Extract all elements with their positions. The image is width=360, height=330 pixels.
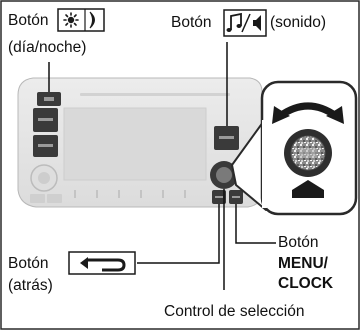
back-caption: (atrás) xyxy=(8,277,53,294)
menu-clock-line1: MENU/ xyxy=(278,255,328,272)
display-screen xyxy=(63,107,207,181)
sound-caption: (sonido) xyxy=(270,14,326,31)
menu-clock-button-label: Botón xyxy=(278,234,319,251)
day-night-button-label: Botón xyxy=(8,12,49,29)
back-arrow-icon xyxy=(68,251,136,275)
music-note-speaker-icon xyxy=(223,9,267,37)
sound-button-label: Botón xyxy=(171,14,212,31)
sun-moon-icon xyxy=(57,8,105,32)
selector-zoom-callout xyxy=(231,80,358,216)
head-unit-console xyxy=(17,77,263,208)
rotate-arrows-icon xyxy=(272,102,344,124)
selector-knob-icon xyxy=(284,129,332,177)
leader-lines xyxy=(48,42,276,290)
selector-knob-label: Control de selección xyxy=(164,303,305,320)
push-arrow-icon xyxy=(292,180,324,198)
back-button-label: Botón xyxy=(8,255,49,272)
day-night-caption: (día/noche) xyxy=(8,39,87,56)
menu-clock-line2: CLOCK xyxy=(278,275,334,292)
